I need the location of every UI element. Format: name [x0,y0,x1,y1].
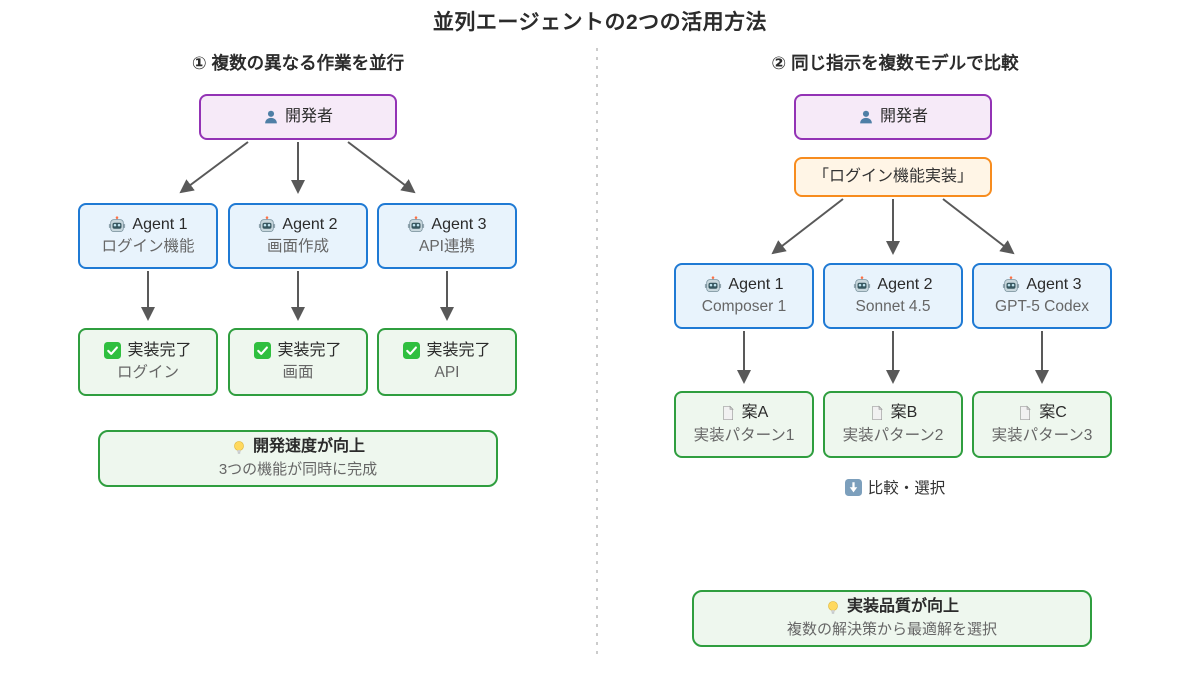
robot-icon [1002,276,1020,294]
result-box: 実装完了 画面 [228,328,368,396]
option-title: 案C [1039,404,1067,422]
down-arrow-icon [844,478,862,496]
developer-label: 開発者 [879,107,928,125]
result-box: 実装完了 ログイン [78,328,218,396]
result-title: 実装完了 [277,341,342,359]
result-subtitle: ログイン [116,364,179,382]
bulb-icon [825,600,841,616]
benefit-title: 開発速度が向上 [252,438,365,456]
robot-icon [108,216,126,234]
agent-subtitle: API連携 [419,238,475,256]
agent-title: Agent 2 [877,275,933,293]
instruction-text: 「ログイン機能実装」 [812,167,973,185]
robot-icon [853,276,871,294]
robot-icon [407,216,425,234]
robot-icon [258,216,276,234]
benefit-title: 実装品質が向上 [846,598,959,616]
agent-box: Agent 3 GPT-5 Codex [972,263,1112,329]
agent-title: Agent 3 [1026,275,1082,293]
agent-title: Agent 3 [431,215,487,233]
result-box: 実装完了 API [377,328,517,396]
option-title: 案B [890,404,918,422]
benefit-box-right: 実装品質が向上 複数の解決策から最適解を選択 [692,590,1092,647]
page-icon [869,405,885,421]
agent-box: Agent 3 API連携 [377,203,517,269]
page-title: 並列エージェントの2つの活用方法 [432,11,768,34]
compare-select-row: 比較・選択 [645,476,1145,498]
agent-box: Agent 2 Sonnet 4.5 [823,263,963,329]
result-title: 実装完了 [426,341,491,359]
agent-title: Agent 1 [728,275,784,293]
developer-label: 開発者 [284,107,333,125]
person-icon [263,109,279,125]
instruction-box: 「ログイン機能実装」 [794,157,992,197]
option-subtitle: 実装パターン3 [991,426,1093,444]
bulb-icon [231,440,247,456]
option-box: 案B 実装パターン2 [823,391,963,458]
check-icon [254,342,272,360]
page-icon [720,405,736,421]
agent-subtitle: Composer 1 [701,298,787,316]
page-icon [1017,405,1033,421]
compare-select-label: 比較・選択 [867,480,946,497]
left-section-heading: ① 複数の異なる作業を並行 [191,53,405,73]
agent-box: Agent 1 ログイン機能 [78,203,218,269]
robot-icon [704,276,722,294]
developer-box-left: 開発者 [199,94,397,140]
option-box: 案C 実装パターン3 [972,391,1112,458]
benefit-box-left: 開発速度が向上 3つの機能が同時に完成 [98,430,498,487]
right-section-heading: ② 同じ指示を複数モデルで比較 [771,53,1019,73]
benefit-subtitle: 複数の解決策から最適解を選択 [786,621,997,639]
agent-box: Agent 2 画面作成 [228,203,368,269]
agent-subtitle: GPT-5 Codex [995,298,1089,316]
option-subtitle: 実装パターン1 [693,426,795,444]
agent-subtitle: 画面作成 [266,238,329,256]
result-title: 実装完了 [127,341,192,359]
person-icon [858,109,874,125]
developer-box-right: 開発者 [794,94,992,140]
agent-subtitle: ログイン機能 [101,238,195,256]
option-box: 案A 実装パターン1 [674,391,814,458]
agent-box: Agent 1 Composer 1 [674,263,814,329]
check-icon [403,342,421,360]
agent-subtitle: Sonnet 4.5 [855,298,931,316]
agent-title: Agent 1 [132,215,188,233]
result-subtitle: API [434,364,460,382]
option-title: 案A [741,404,769,422]
agent-title: Agent 2 [282,215,338,233]
benefit-subtitle: 3つの機能が同時に完成 [218,461,378,479]
check-icon [104,342,122,360]
option-subtitle: 実装パターン2 [842,426,944,444]
result-subtitle: 画面 [282,364,314,382]
